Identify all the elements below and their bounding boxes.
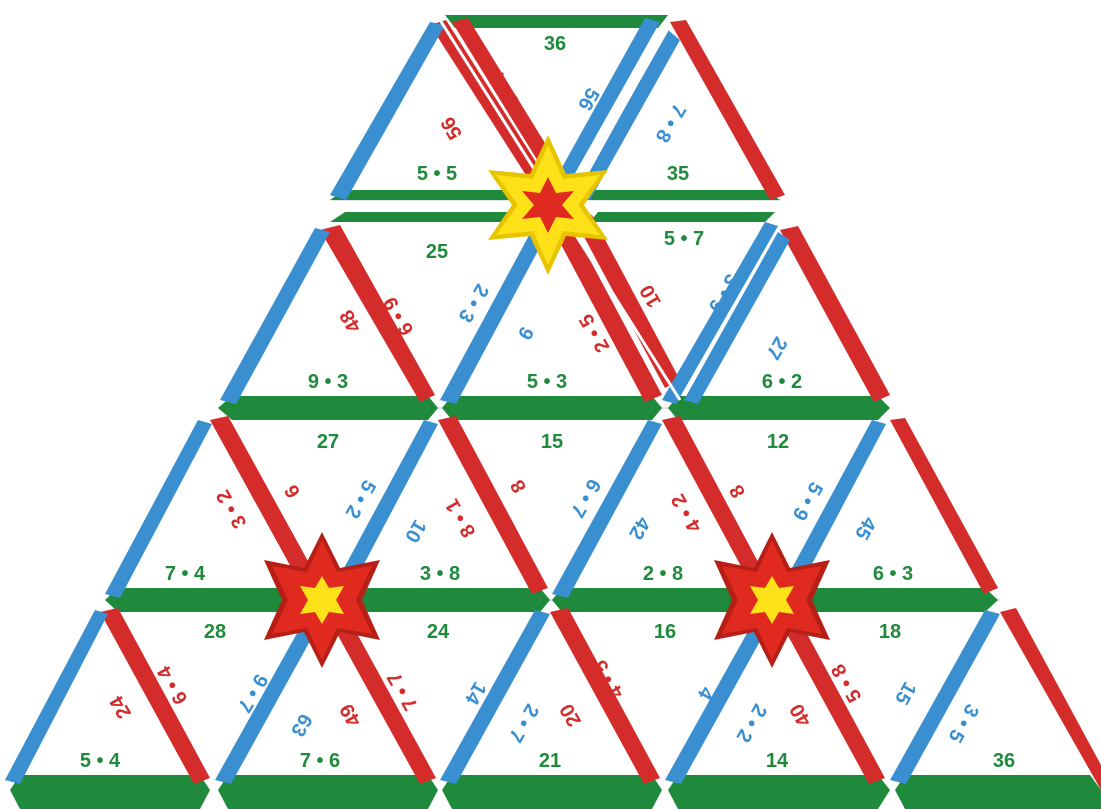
label-25: 25 <box>426 241 448 263</box>
label-5x4: 5 • 4 <box>80 750 121 772</box>
label-36b: 36 <box>993 750 1015 772</box>
label-9x3: 9 • 3 <box>308 371 348 393</box>
label-2x8: 2 • 8 <box>643 563 683 585</box>
green-strip <box>668 775 890 809</box>
blue-strip <box>440 610 550 784</box>
label-12: 12 <box>767 431 789 453</box>
label-21: 21 <box>539 750 561 772</box>
label-28: 28 <box>204 621 226 643</box>
red-strip <box>325 608 436 784</box>
label-blue-3x5: 3 • 5 <box>944 700 983 746</box>
label-blue-2x7: 2 • 7 <box>504 700 543 746</box>
label-36: 36 <box>544 33 566 55</box>
label-red-20: 20 <box>556 700 586 730</box>
green-strip <box>442 396 662 420</box>
label-blue-15: 15 <box>890 678 920 708</box>
label-15: 15 <box>541 431 563 453</box>
label-red-8a: 8 <box>506 476 531 497</box>
label-red-6: 6 <box>280 481 305 502</box>
label-blue-63: 63 <box>286 710 316 740</box>
label-6x2: 6 • 2 <box>762 371 802 393</box>
label-3x8: 3 • 8 <box>420 563 460 585</box>
label-red-8b: 8 <box>725 481 750 502</box>
green-strip <box>668 396 890 420</box>
label-5x5: 5 • 5 <box>417 163 457 185</box>
green-strip <box>330 212 528 222</box>
label-red-24: 24 <box>105 691 136 722</box>
label-blue-2x2: 2 • 2 <box>732 700 771 746</box>
green-strip <box>442 775 662 809</box>
label-18: 18 <box>879 621 901 643</box>
label-red-8x1: 8 • 1 <box>441 495 480 541</box>
label-5x7: 5 • 7 <box>664 228 704 250</box>
green-strip <box>895 775 1101 809</box>
red-strip <box>1000 608 1101 790</box>
label-blue-9: 9 <box>513 323 538 344</box>
label-14: 14 <box>766 750 789 772</box>
label-blue-27: 27 <box>761 333 791 363</box>
label-red-4x2: 4 • 2 <box>667 490 706 536</box>
green-strip <box>10 775 210 809</box>
label-35: 35 <box>667 163 689 185</box>
label-blue-42: 42 <box>624 513 654 543</box>
label-6x3: 6 • 3 <box>873 563 913 585</box>
label-red-48: 48 <box>336 306 366 336</box>
label-red-49: 49 <box>336 700 366 730</box>
green-strip <box>218 396 438 420</box>
label-27: 27 <box>317 431 339 453</box>
label-blue-7x8: 7 • 8 <box>651 100 690 146</box>
label-red-3x2: 3 • 2 <box>212 486 251 532</box>
label-blue-4: 4 <box>692 683 717 704</box>
label-24: 24 <box>427 621 450 643</box>
label-red-40: 40 <box>786 700 816 730</box>
green-strip <box>590 212 775 222</box>
label-red-56: 56 <box>437 113 467 143</box>
green-strip <box>218 775 438 809</box>
green-strip <box>445 15 668 28</box>
label-7x6: 7 • 6 <box>300 750 340 772</box>
label-blue-10: 10 <box>400 516 430 546</box>
label-16: 16 <box>654 621 676 643</box>
red-strip <box>775 608 885 784</box>
label-7x4: 7 • 4 <box>165 563 206 585</box>
label-blue-45: 45 <box>850 513 880 543</box>
label-5x3: 5 • 3 <box>527 371 567 393</box>
